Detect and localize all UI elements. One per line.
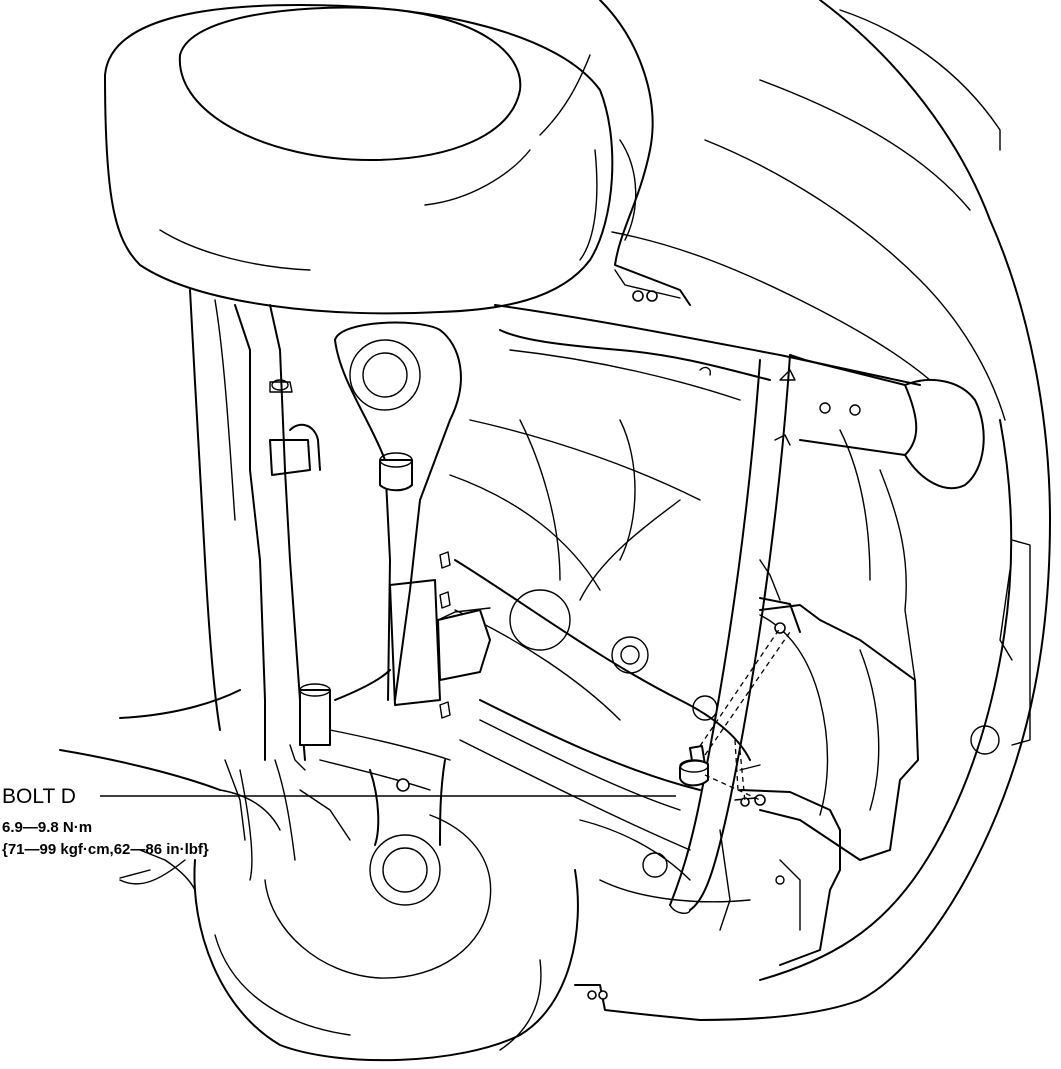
upper-tire xyxy=(104,4,614,315)
lower-crossmember xyxy=(59,669,451,891)
torque-imperial: {71—99 kgf·cm,62—86 in·lbf} xyxy=(2,841,209,858)
suspension-arm xyxy=(334,321,491,906)
stabilizer-link xyxy=(189,289,331,881)
side-member xyxy=(669,354,985,914)
subframe xyxy=(449,304,921,903)
fender-outline xyxy=(574,0,1051,1021)
dashed-assembly-line xyxy=(699,627,791,803)
bolt-icon xyxy=(678,745,709,787)
lower-tire xyxy=(119,814,579,1062)
part-label: BOLT D xyxy=(2,785,76,808)
torque-metric: 6.9—9.8 N·m xyxy=(2,819,93,836)
bolt-d-callout: BOLT D 6.9—9.8 N·m {71—99 kgf·cm,62—86 i… xyxy=(2,785,209,861)
